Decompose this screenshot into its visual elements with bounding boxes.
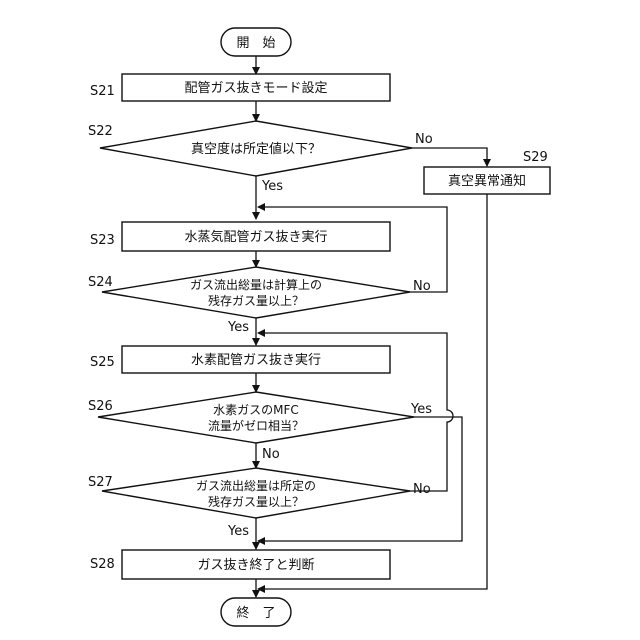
step-id-s25: S25: [90, 355, 115, 370]
decision-s24: [102, 267, 410, 318]
arrow-s29-end: [258, 194, 487, 589]
end-label: 終 了: [236, 605, 275, 621]
s22-yes-label: Yes: [261, 179, 283, 194]
step-id-s21: S21: [90, 84, 115, 99]
decision-s26-line2: 流量がゼロ相当？: [208, 418, 304, 433]
s24-no-label: No: [413, 279, 431, 294]
step-id-s22: S22: [88, 124, 113, 139]
s27-no-label: No: [413, 482, 431, 497]
decision-s24-line1: ガス流出総量は計算上の: [190, 277, 322, 292]
step-id-s27: S27: [88, 475, 113, 490]
decision-s24-line2: 残存ガス量以上？: [208, 294, 304, 308]
step-id-s23: S23: [90, 233, 115, 248]
arrow-s22-no-s29: [412, 148, 487, 166]
decision-s22-label: 真空度は所定値以下？: [191, 141, 321, 157]
decision-s27: [102, 468, 410, 518]
s26-no-label: No: [262, 447, 280, 462]
s26-yes-label: Yes: [410, 402, 432, 417]
process-s28-label: ガス抜き終了と判断: [197, 557, 314, 573]
decision-s26-line1: 水素ガスのMFC: [213, 403, 299, 417]
step-id-s29: S29: [523, 150, 548, 165]
process-s25-label: 水素配管ガス抜き実行: [191, 352, 321, 368]
decision-s26: [98, 392, 414, 443]
step-id-s26: S26: [88, 399, 113, 414]
s27-yes-label: Yes: [227, 524, 249, 539]
process-s23-label: 水蒸気配管ガス抜き実行: [184, 229, 327, 245]
process-s29-label: 真空異常通知: [448, 173, 526, 189]
decision-s27-line2: 残存ガス量以上？: [208, 495, 304, 509]
decision-s27-line1: ガス流出総量は所定の: [196, 478, 316, 493]
s24-yes-label: Yes: [227, 320, 249, 335]
s22-no-label: No: [415, 132, 433, 147]
process-s21-label: 配管ガス抜きモード設定: [184, 80, 327, 96]
step-id-s24: S24: [88, 275, 113, 290]
step-id-s28: S28: [90, 557, 115, 572]
start-label: 開 始: [236, 36, 275, 51]
